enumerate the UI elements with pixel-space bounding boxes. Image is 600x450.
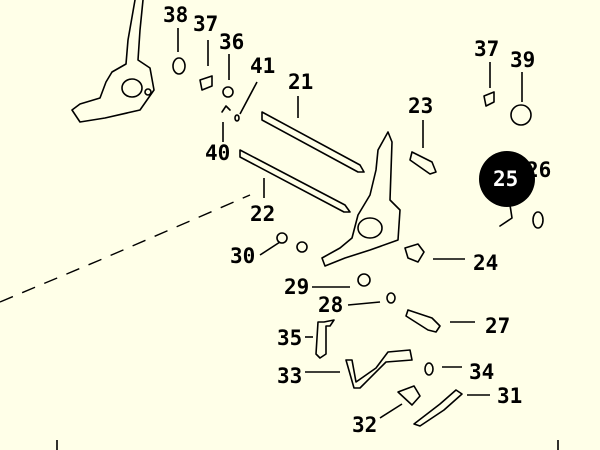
callout-28[interactable]: 28: [318, 293, 343, 317]
part-30-washer: [276, 232, 288, 244]
callout-26[interactable]: 26: [526, 158, 551, 182]
part-32-knob: [397, 385, 421, 406]
callout-33[interactable]: 33: [277, 364, 302, 388]
part-31-spring: [413, 389, 463, 427]
part-25-spring: [499, 204, 513, 227]
part-24-knob: [404, 243, 425, 263]
callout-29[interactable]: 29: [284, 275, 309, 299]
upper-hinge-bracket: [71, 0, 155, 123]
callout-35[interactable]: 35: [277, 326, 302, 350]
callout-27[interactable]: 27: [485, 314, 510, 338]
leader-lines: [177, 28, 523, 419]
part-21-rod: [261, 111, 365, 173]
part-34-washer: [424, 362, 434, 376]
part-37-nut: [199, 75, 213, 91]
part-30-nut: [296, 241, 308, 253]
part-38-nut: [172, 57, 186, 75]
part-35-link: [315, 319, 335, 359]
callout-31[interactable]: 31: [497, 384, 522, 408]
part-27-bolt: [405, 309, 441, 333]
bracket-pivot: [357, 217, 383, 239]
callout-30[interactable]: 30: [230, 244, 255, 268]
hinge-hole: [144, 88, 152, 96]
recliner-bracket: [321, 131, 401, 267]
part-33-lever: [345, 349, 413, 389]
callout-36[interactable]: 36: [219, 30, 244, 54]
part-25-highlight[interactable]: [479, 151, 535, 207]
callout-37-right[interactable]: 37: [474, 37, 499, 61]
callout-25[interactable]: 25: [493, 167, 518, 191]
part-41-pin: [234, 114, 240, 122]
part-29-nut: [357, 273, 371, 287]
callout-39[interactable]: 39: [510, 48, 535, 72]
callout-24[interactable]: 24: [473, 251, 498, 275]
callout-41[interactable]: 41: [250, 54, 275, 78]
callout-38[interactable]: 38: [163, 3, 188, 27]
callout-21[interactable]: 21: [288, 70, 313, 94]
callout-34[interactable]: 34: [469, 360, 494, 384]
part-26-washer: [532, 211, 544, 229]
callout-37[interactable]: 37: [193, 12, 218, 36]
callout-32[interactable]: 32: [352, 413, 377, 437]
frame-tick-left: [56, 440, 559, 450]
part-40-clip: [221, 105, 231, 113]
part-22-rod: [239, 149, 351, 213]
part-39-cap: [510, 104, 532, 126]
callout-22[interactable]: 22: [250, 202, 275, 226]
hinge-boss: [121, 78, 143, 98]
part-37-nut-right: [483, 91, 495, 107]
part-36-washer: [222, 86, 234, 98]
callout-40[interactable]: 40: [205, 141, 230, 165]
part-23-bolt: [409, 151, 437, 175]
seat-outline: [0, 194, 251, 303]
callout-23[interactable]: 23: [408, 94, 433, 118]
part-28-washer: [386, 292, 396, 304]
